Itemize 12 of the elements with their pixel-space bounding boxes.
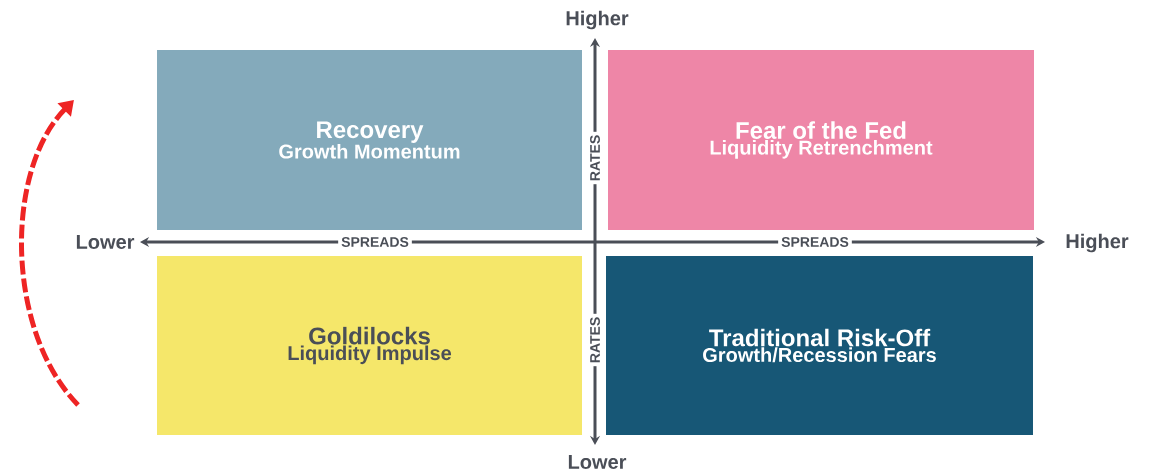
axis-label: Lower xyxy=(568,455,627,469)
axis-title: SPREADS xyxy=(778,234,852,250)
quadrant-box: Recovery Growth Momentum xyxy=(157,50,582,230)
axis-label: Higher xyxy=(566,10,629,30)
quadrant-box: Traditional Risk-Off Growth/Recession Fears xyxy=(606,256,1033,435)
quadrant-box: Fear of the Fed Liquidity Retrenchment xyxy=(608,50,1034,230)
quadrant-box: Goldilocks Liquidity Impulse xyxy=(157,256,582,435)
axis-label: Higher xyxy=(1066,233,1129,253)
axis-title: RATES xyxy=(587,131,603,185)
axis-title: SPREADS xyxy=(338,234,412,250)
axis-label: Lower xyxy=(76,235,135,249)
axis-title: RATES xyxy=(587,313,603,367)
